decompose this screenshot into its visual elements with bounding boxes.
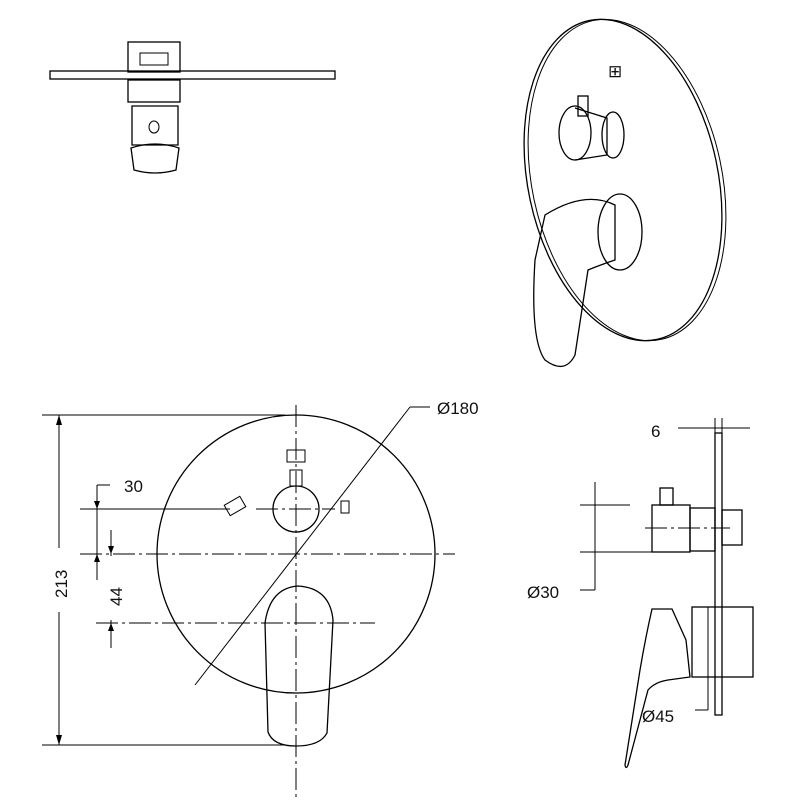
side-plate bbox=[714, 432, 723, 716]
knob-diameter-label: Ø30 bbox=[527, 583, 559, 602]
isometric-view: ⊞ bbox=[523, 18, 727, 367]
diverter-pin-iso bbox=[577, 95, 589, 117]
diameter-label: Ø180 bbox=[437, 399, 479, 418]
lever-tip-top bbox=[130, 143, 180, 174]
wall-plate bbox=[49, 70, 336, 80]
shower-symbol bbox=[223, 495, 247, 517]
hot-symbol-iso: ⊞ bbox=[608, 62, 622, 81]
top-view bbox=[49, 41, 336, 174]
lever-base-iso bbox=[597, 193, 643, 271]
plate-thickness-label: 6 bbox=[651, 422, 660, 441]
side-view: 6 Ø30 Ø45 bbox=[527, 418, 754, 769]
hot-symbol bbox=[286, 449, 306, 463]
body-diameter-label: Ø45 bbox=[642, 707, 674, 726]
lever-handle bbox=[264, 585, 334, 747]
knob-hole bbox=[148, 120, 160, 134]
spout-symbol bbox=[340, 500, 350, 514]
body-side bbox=[691, 606, 754, 678]
diverter-ring-iso bbox=[601, 111, 625, 159]
offset-label: 30 bbox=[124, 477, 143, 496]
diverter-knob-iso bbox=[558, 105, 592, 161]
knob-cap-side bbox=[659, 487, 674, 506]
lever-top bbox=[131, 105, 179, 146]
front-view: Ø180 213 30 44 bbox=[42, 399, 479, 800]
cover-plate-iso bbox=[523, 18, 723, 342]
back-box-inner bbox=[139, 52, 169, 66]
handle-offset-label: 44 bbox=[107, 587, 126, 606]
height-label: 213 bbox=[52, 570, 71, 598]
body-top bbox=[127, 79, 181, 103]
diverter-pin bbox=[289, 469, 303, 487]
lever-iso bbox=[533, 198, 616, 367]
diameter-dimension-line bbox=[194, 406, 411, 686]
lever-side bbox=[624, 608, 691, 769]
knob-shaft-side bbox=[689, 507, 716, 552]
back-box bbox=[127, 41, 181, 73]
